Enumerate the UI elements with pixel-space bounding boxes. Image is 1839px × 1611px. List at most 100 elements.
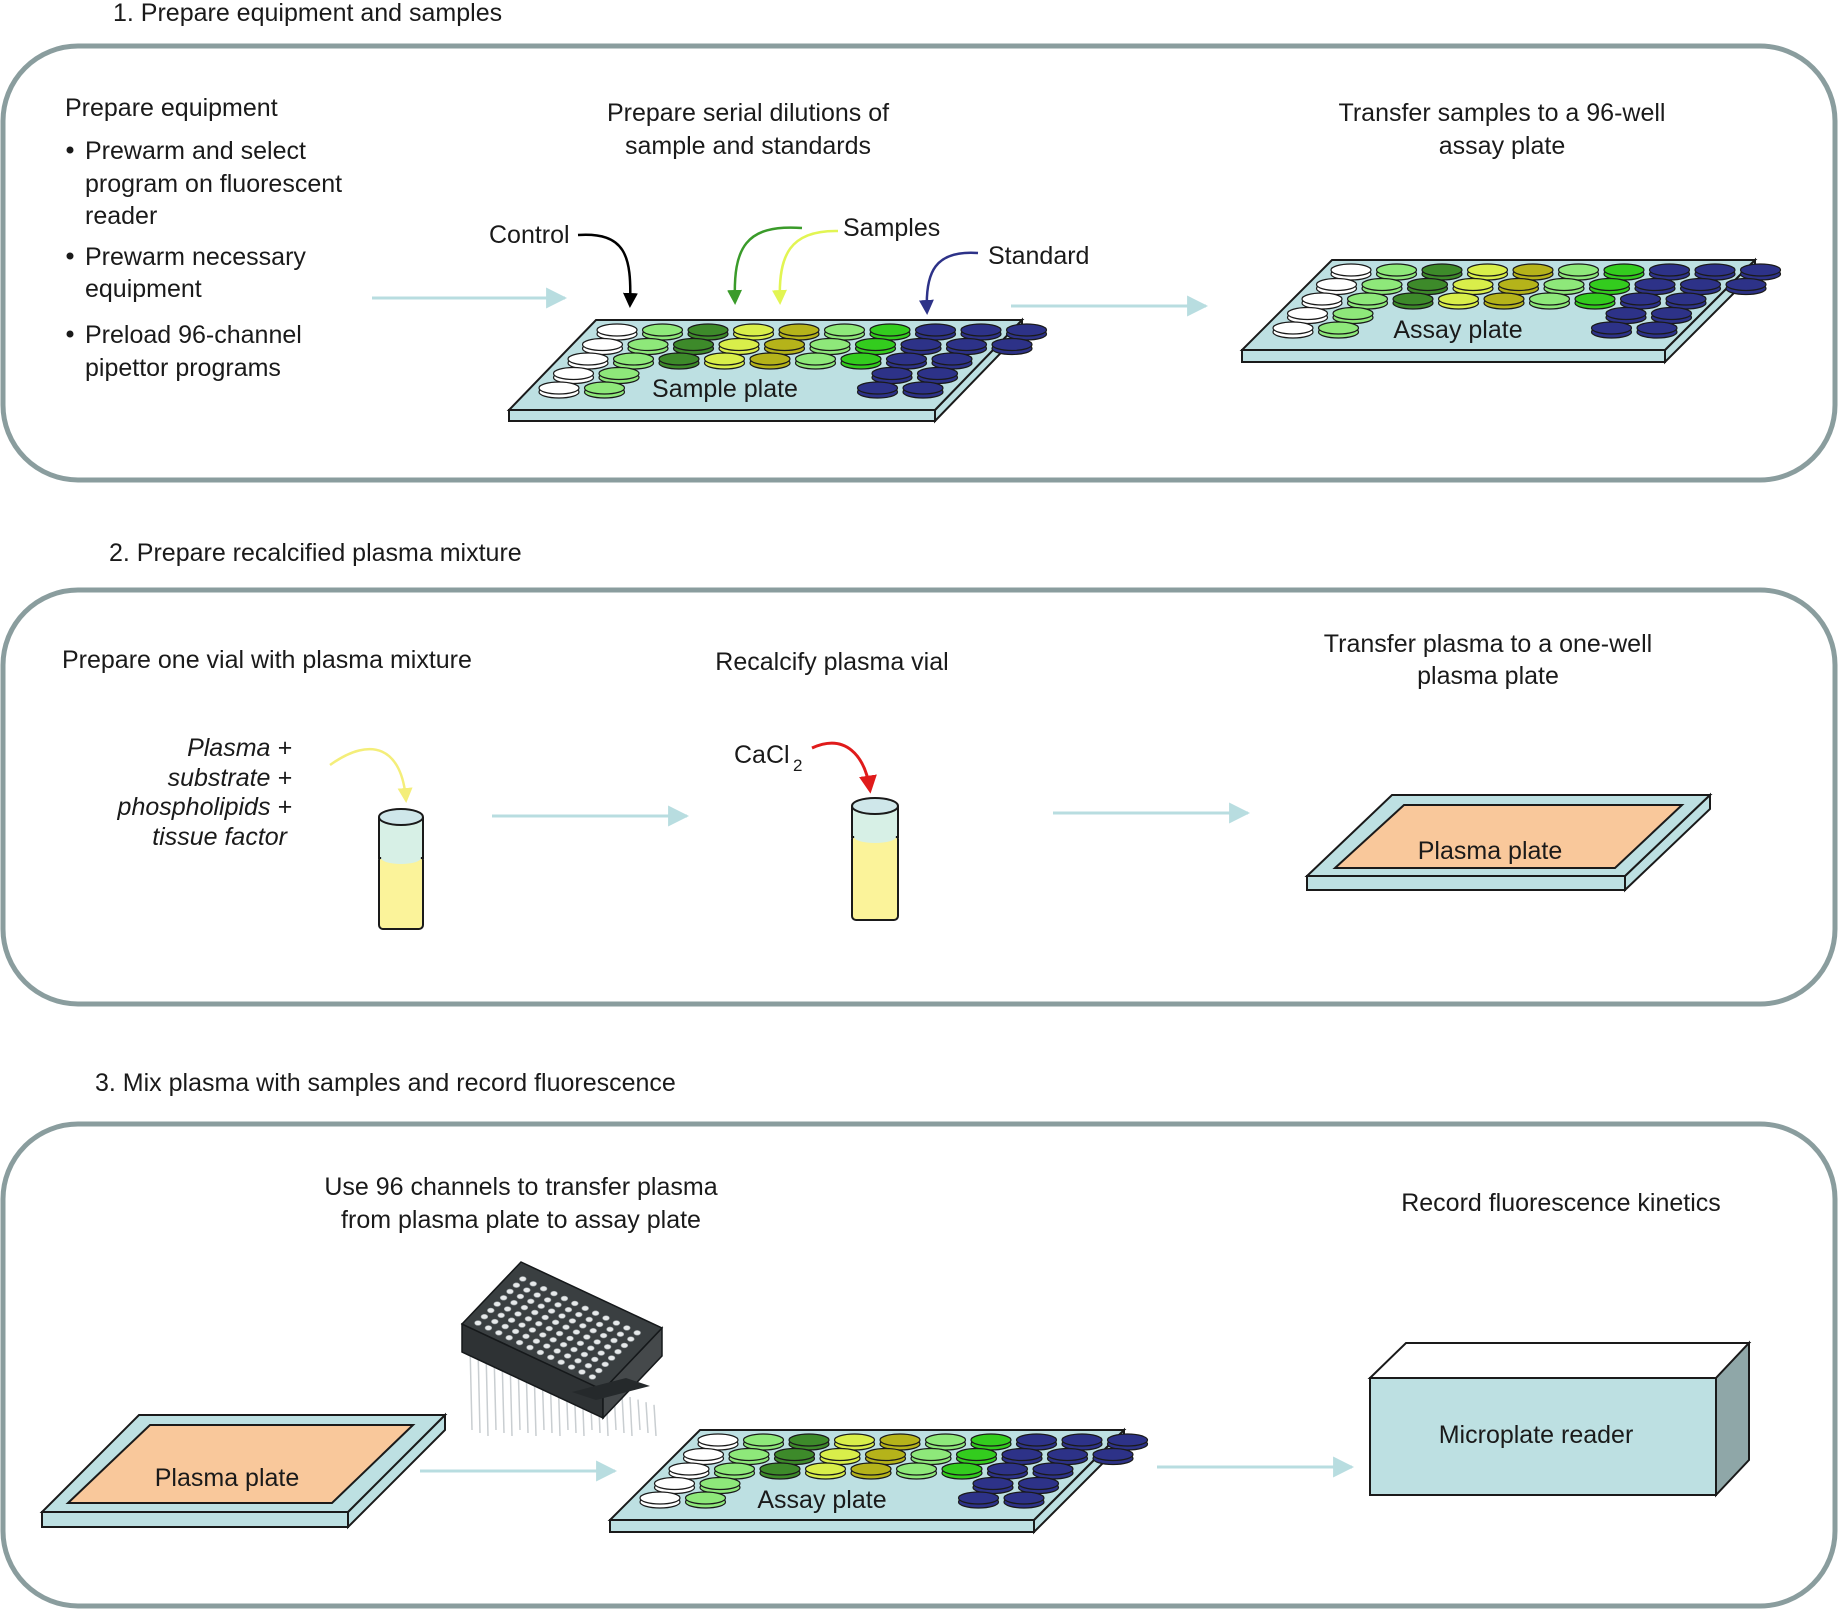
plate-well <box>804 1462 847 1480</box>
plate-well <box>941 1462 983 1480</box>
plasma-well <box>1332 804 1685 869</box>
plate-well <box>902 381 944 399</box>
plate-well <box>924 1433 967 1451</box>
pipette-nub <box>487 1307 495 1314</box>
pipette-nub <box>562 1324 570 1330</box>
plate-well <box>1317 321 1360 339</box>
pipette-nub <box>555 1330 564 1337</box>
pipette-nub <box>491 1318 499 1325</box>
plate-well <box>1725 277 1767 296</box>
section1-title: 1. Prepare equipment and samples <box>113 0 502 27</box>
plate-well <box>819 1447 861 1466</box>
standard-label: Standard <box>988 242 1089 270</box>
vial-liquid <box>851 834 899 921</box>
mixture-line3: phospholipids + <box>117 793 292 821</box>
pipette-nub <box>581 1305 589 1312</box>
pipette-nub <box>614 1348 622 1355</box>
pipette-nub <box>519 1276 527 1282</box>
plate-well <box>879 1433 921 1451</box>
plate-well <box>718 337 760 356</box>
mixture-line4: tissue factor <box>152 823 288 851</box>
vial-cap <box>851 797 899 815</box>
bullet-dot <box>66 252 74 260</box>
pipette-nub <box>612 1320 621 1326</box>
pipette-nub <box>516 1293 525 1300</box>
plate-well <box>1406 277 1449 296</box>
plate-well <box>763 337 806 356</box>
plate-side <box>41 1511 349 1528</box>
plate-well <box>1636 321 1678 339</box>
plate-well <box>1061 1433 1103 1451</box>
pipette-nub <box>567 1364 576 1370</box>
plate-well <box>1512 263 1554 281</box>
plate-well <box>1272 321 1314 339</box>
plate-well <box>970 1433 1012 1451</box>
plate-well <box>1437 292 1480 310</box>
section1-panel <box>0 43 1838 483</box>
recalcified-vial <box>851 797 899 921</box>
plate-well <box>1015 1433 1058 1451</box>
pipette-nub <box>550 1290 558 1297</box>
pipette-nub <box>501 1323 509 1330</box>
plate-well <box>538 381 580 399</box>
pipette-nub <box>551 1319 560 1326</box>
pipette-tip <box>637 1399 641 1431</box>
pipette-nub <box>595 1367 603 1374</box>
pipette-nub <box>543 1297 552 1303</box>
pipette-nub <box>495 1330 503 1336</box>
plate-well <box>728 1447 770 1466</box>
pipette-nub <box>515 1339 524 1346</box>
plate-well <box>1679 277 1722 296</box>
plasma-plate-section2: Plasma plate <box>1304 792 1713 893</box>
plate-well <box>1361 277 1403 296</box>
plate-well <box>612 352 655 370</box>
pipette-tip <box>645 1402 649 1434</box>
pipette-nub <box>585 1316 593 1323</box>
pipette-tip <box>469 1344 473 1431</box>
plate-well <box>641 323 684 341</box>
pipette-nub <box>564 1306 573 1313</box>
plate-well <box>945 337 988 356</box>
plasma-plate-label: Plasma plate <box>155 1464 300 1492</box>
plate-well <box>583 381 626 399</box>
plate-well <box>1092 1447 1134 1466</box>
plate-well <box>809 337 851 356</box>
pipette-tip <box>653 1404 657 1437</box>
bullet2-line2: equipment <box>85 275 202 303</box>
pipette-nub <box>620 1342 629 1349</box>
plate-well <box>627 337 669 356</box>
pipette-nub <box>493 1301 501 1307</box>
pipette-nub <box>506 1288 514 1295</box>
vial-meniscus <box>381 852 421 864</box>
record-heading: Record fluorescence kinetics <box>1401 1189 1721 1217</box>
pipette-nub <box>597 1350 605 1356</box>
well-grid <box>1272 263 1782 339</box>
pipette-nub <box>603 1344 612 1350</box>
plate-well <box>699 1476 741 1495</box>
plasma-plate-section3: Plasma plate <box>39 1412 448 1530</box>
bullet1-line2: program on fluorescent <box>85 170 342 198</box>
pipette-nub <box>553 1348 561 1354</box>
pipette-nub <box>579 1323 587 1329</box>
control-label: Control <box>489 221 570 249</box>
plasma-well <box>65 1424 416 1504</box>
section2-panel <box>0 587 1838 1007</box>
pipette-nub <box>623 1325 631 1331</box>
plate-well <box>1466 263 1509 281</box>
section2-title: 2. Prepare recalcified plasma mixture <box>109 539 522 567</box>
mixture-line1: Plasma + <box>187 734 292 762</box>
plate-well <box>703 352 746 370</box>
pipette-nub <box>578 1369 586 1375</box>
plate-side <box>1241 349 1666 363</box>
bullet2-line1: Prewarm necessary <box>85 243 306 271</box>
bullet-dot <box>66 146 74 154</box>
pipette-tip <box>477 1347 481 1434</box>
equipment-heading: Prepare equipment <box>65 94 278 122</box>
recalcify-heading: Recalcify plasma vial <box>715 648 948 676</box>
vial-cap <box>378 808 424 826</box>
transfer-heading-line1: Transfer samples to a 96-well <box>1339 99 1666 127</box>
plate-well <box>672 337 715 356</box>
pipette-nub <box>601 1361 609 1368</box>
plate-well <box>931 352 973 370</box>
